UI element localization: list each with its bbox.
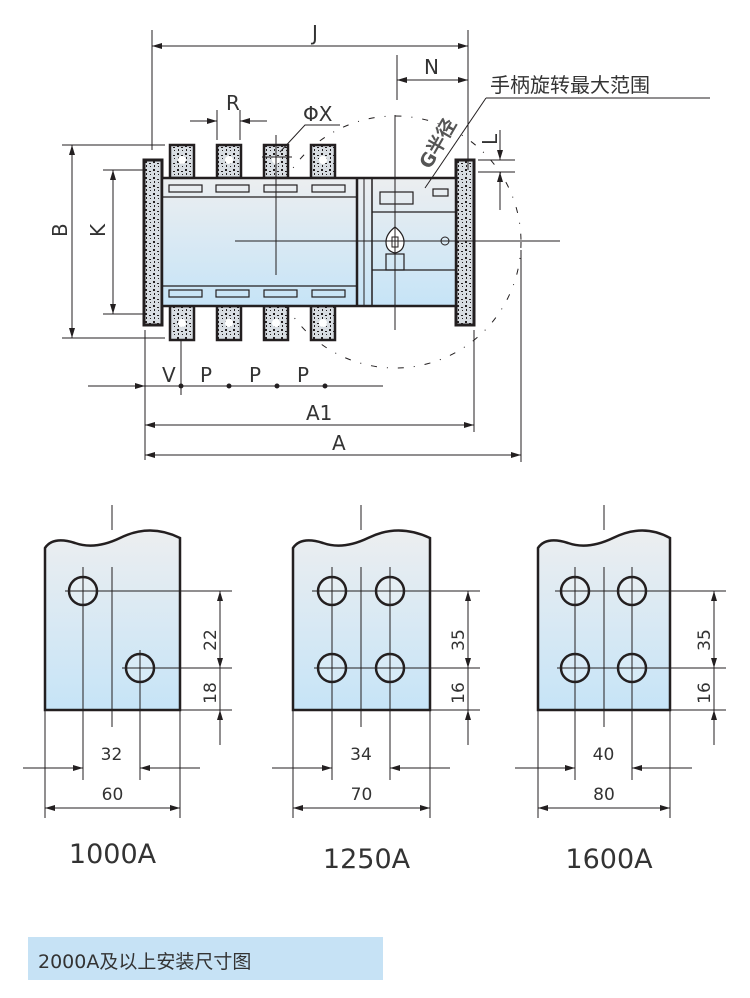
rating-label: 1600A [565, 844, 653, 875]
terminal-view-2 [272, 505, 480, 818]
switch-body [160, 176, 458, 308]
rating-label: 1250A [323, 844, 411, 875]
switch-top-view [142, 115, 560, 369]
dim-G-radius: G半径 [414, 115, 461, 173]
dim-B: B [48, 223, 72, 237]
dim-hole-spacing: 32 [101, 745, 123, 765]
dim-plate-width: 80 [593, 785, 615, 805]
dim-plate-width: 70 [351, 785, 373, 805]
dim-upper-spacing: 35 [695, 629, 715, 651]
dim-K: K [86, 223, 110, 237]
dim-P3: P [297, 363, 309, 387]
top-dimensions [62, 30, 710, 462]
rating-label: 1000A [69, 839, 157, 870]
dim-upper-spacing: 22 [201, 629, 221, 651]
terminal-view-1 [23, 505, 232, 818]
dim-P2: P [249, 363, 261, 387]
dim-R: R [226, 91, 240, 115]
dim-upper-spacing: 35 [449, 629, 469, 651]
dim-A: A [332, 431, 346, 455]
dim-hole-spacing: 34 [350, 745, 372, 765]
terminal-view-3 [515, 505, 726, 818]
footer-banner: 2000A及以上安装尺寸图 [28, 937, 383, 980]
dim-hole-spacing: 40 [593, 745, 615, 765]
dim-phiX: ΦX [303, 102, 333, 126]
bottom-terminals [168, 304, 337, 342]
dim-plate-width: 60 [102, 785, 124, 805]
dim-bottom-offset: 16 [695, 682, 715, 704]
dim-bottom-offset: 16 [449, 682, 469, 704]
dim-L: L [478, 133, 502, 145]
dim-V: V [162, 363, 176, 387]
right-mounting-rail [454, 158, 476, 327]
footer-banner-text: 2000A及以上安装尺寸图 [38, 951, 252, 973]
top-terminals [168, 143, 337, 180]
dim-J: J [310, 21, 318, 45]
left-mounting-rail [142, 158, 164, 327]
handle-range-note: 手柄旋转最大范围 [490, 73, 650, 97]
dim-A1: A1 [306, 401, 332, 425]
top-dimension-labels: J N R ΦX 手柄旋转最大范围 G半径 L B K V P P P A1 A [48, 21, 650, 455]
dim-bottom-offset: 18 [201, 682, 221, 704]
dim-N: N [424, 55, 439, 79]
handle-rotation-range [268, 115, 522, 369]
dim-P1: P [200, 363, 212, 387]
